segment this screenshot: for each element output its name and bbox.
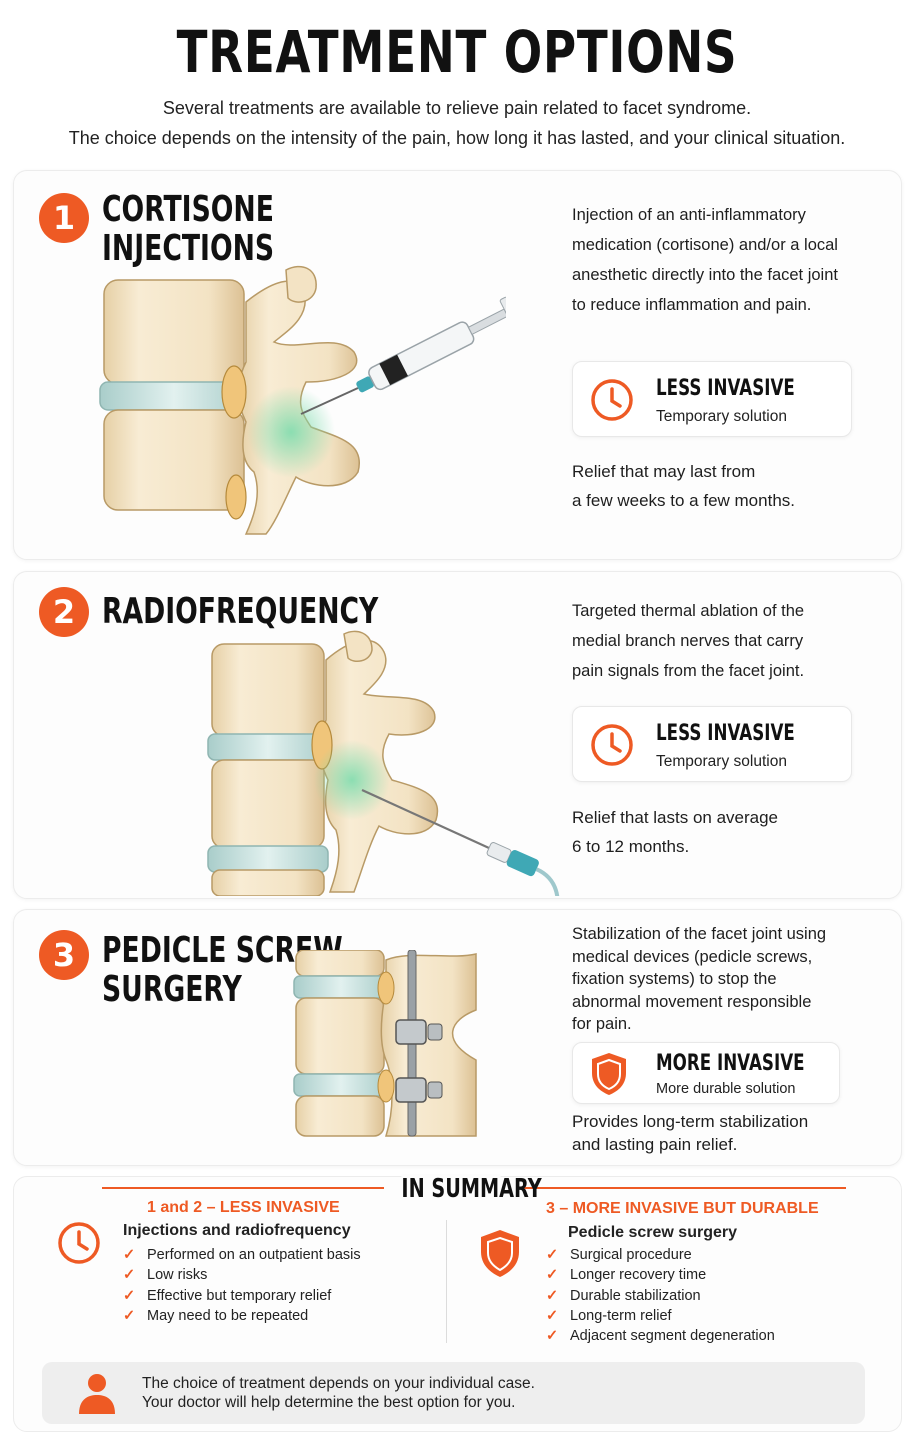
relief-line: a few weeks to a few months. xyxy=(572,491,795,510)
relief-duration-1: Relief that may last from a few weeks to… xyxy=(572,457,795,515)
relief-duration-2: Relief that lasts on average 6 to 12 mon… xyxy=(572,803,778,861)
summary-title: IN SUMMARY xyxy=(401,1174,542,1204)
note-line-1: The choice of treatment depends on your … xyxy=(142,1375,535,1392)
list-item: ✓Low risks xyxy=(123,1265,361,1285)
badge-subtitle: More durable solution xyxy=(656,1081,796,1097)
description-line: Targeted thermal ablation of the xyxy=(572,602,805,620)
list-item: ✓Long-term relief xyxy=(546,1306,775,1326)
treatment-description-2: Targeted thermal ablation of the medial … xyxy=(572,596,804,686)
summary-left-list: ✓Performed on an outpatient basis ✓Low r… xyxy=(123,1245,361,1326)
treatment-title-2-line-1: RADIOFREQUENCY xyxy=(102,591,379,632)
person-icon xyxy=(79,1374,115,1414)
shield-icon xyxy=(481,1230,519,1277)
list-item: ✓Effective but temporary relief xyxy=(123,1286,361,1306)
clock-icon xyxy=(591,724,633,766)
treatment-title-2: RADIOFREQUENCY xyxy=(102,592,378,631)
clock-icon xyxy=(591,379,633,421)
check-icon: ✓ xyxy=(546,1287,559,1304)
check-icon: ✓ xyxy=(123,1287,136,1304)
invasiveness-badge-2: LESS INVASIVE Temporary solution xyxy=(572,706,852,782)
spine-injection-illustration xyxy=(99,265,506,535)
list-item: ✓Performed on an outpatient basis xyxy=(123,1245,361,1265)
list-item: ✓May need to be repeated xyxy=(123,1306,361,1326)
description-line: pain signals from the facet joint. xyxy=(572,662,805,680)
relief-line: and lasting pain relief. xyxy=(572,1135,738,1154)
description-line: to reduce inflammation and pain. xyxy=(572,296,812,314)
description-line: medial branch nerves that carry xyxy=(572,632,804,650)
check-icon: ✓ xyxy=(546,1328,559,1345)
check-icon: ✓ xyxy=(546,1307,559,1324)
step-number-1: 1 xyxy=(39,193,89,243)
badge-title: LESS INVASIVE xyxy=(656,721,795,746)
step-number-3: 3 xyxy=(39,930,89,980)
clock-icon xyxy=(58,1222,100,1264)
list-item: ✓Longer recovery time xyxy=(546,1265,775,1285)
page-title: TREATMENT OPTIONS xyxy=(176,18,738,86)
relief-line: Provides long-term stabilization xyxy=(572,1112,809,1131)
treatment-description-1: Injection of an anti-inflammatory medica… xyxy=(572,200,838,320)
check-icon: ✓ xyxy=(123,1247,136,1263)
summary-column-divider xyxy=(446,1220,447,1343)
description-line: fixation systems) to stop the xyxy=(572,970,777,988)
badge-subtitle: Temporary solution xyxy=(656,753,787,770)
relief-duration-3: Provides long-term stabilization and las… xyxy=(572,1110,808,1156)
description-line: Stabilization of the facet joint using xyxy=(572,925,827,943)
doctor-note xyxy=(42,1362,865,1424)
relief-line: Relief that may last from xyxy=(572,462,756,481)
badge-subtitle: Temporary solution xyxy=(656,408,787,425)
spine-screw-illustration xyxy=(293,950,477,1137)
treatment-title-3-line-2: SURGERY xyxy=(102,969,242,1010)
summary-left-subheading: Injections and radiofrequency xyxy=(123,1222,351,1239)
summary-right-subheading: Pedicle screw surgery xyxy=(568,1224,737,1241)
check-icon: ✓ xyxy=(546,1267,559,1284)
treatment-title-1-line-2: INJECTIONS xyxy=(102,228,275,269)
description-line: Injection of an anti-inflammatory xyxy=(572,206,806,224)
summary-divider-right xyxy=(522,1187,846,1189)
summary-left-heading: 1 and 2 – LESS INVASIVE xyxy=(147,1199,340,1216)
badge-title: MORE INVASIVE xyxy=(656,1051,805,1076)
spine-radiofrequency-illustration xyxy=(207,630,560,896)
check-icon: ✓ xyxy=(546,1247,559,1263)
shield-icon xyxy=(592,1053,626,1095)
treatment-title-1: CORTISONE INJECTIONS xyxy=(102,190,274,268)
relief-line: 6 to 12 months. xyxy=(572,837,690,856)
list-item: ✓Adjacent segment degeneration xyxy=(546,1326,775,1346)
list-item: ✓Durable stabilization xyxy=(546,1286,775,1306)
note-line-2: Your doctor will help determine the best… xyxy=(142,1394,516,1411)
description-line: medication (cortisone) and/or a local xyxy=(572,236,838,254)
step-number-2: 2 xyxy=(39,587,89,637)
summary-right-heading: 3 – MORE INVASIVE BUT DURABLE xyxy=(546,1200,819,1217)
intro-line-2: The choice depends on the intensity of t… xyxy=(68,128,846,148)
invasiveness-badge-1: LESS INVASIVE Temporary solution xyxy=(572,361,852,437)
summary-right-list: ✓Surgical procedure ✓Longer recovery tim… xyxy=(546,1245,775,1346)
description-line: anesthetic directly into the facet joint xyxy=(572,266,838,284)
badge-title: LESS INVASIVE xyxy=(656,376,795,401)
treatment-title-1-line-1: CORTISONE xyxy=(102,189,274,230)
description-line: medical devices (pedicle screws, xyxy=(572,947,813,966)
check-icon: ✓ xyxy=(123,1267,136,1284)
intro-line-1: Several treatments are available to reli… xyxy=(162,98,752,118)
list-item: ✓Surgical procedure xyxy=(546,1245,775,1265)
description-line: abnormal movement responsible xyxy=(572,992,812,1011)
treatment-description-3: Stabilization of the facet joint using m… xyxy=(572,923,826,1036)
summary-divider-left xyxy=(102,1187,384,1189)
invasiveness-badge-3: MORE INVASIVE More durable solution xyxy=(572,1042,840,1104)
check-icon: ✓ xyxy=(123,1307,136,1324)
relief-line: Relief that lasts on average xyxy=(572,808,779,827)
description-line: for pain. xyxy=(572,1015,632,1033)
